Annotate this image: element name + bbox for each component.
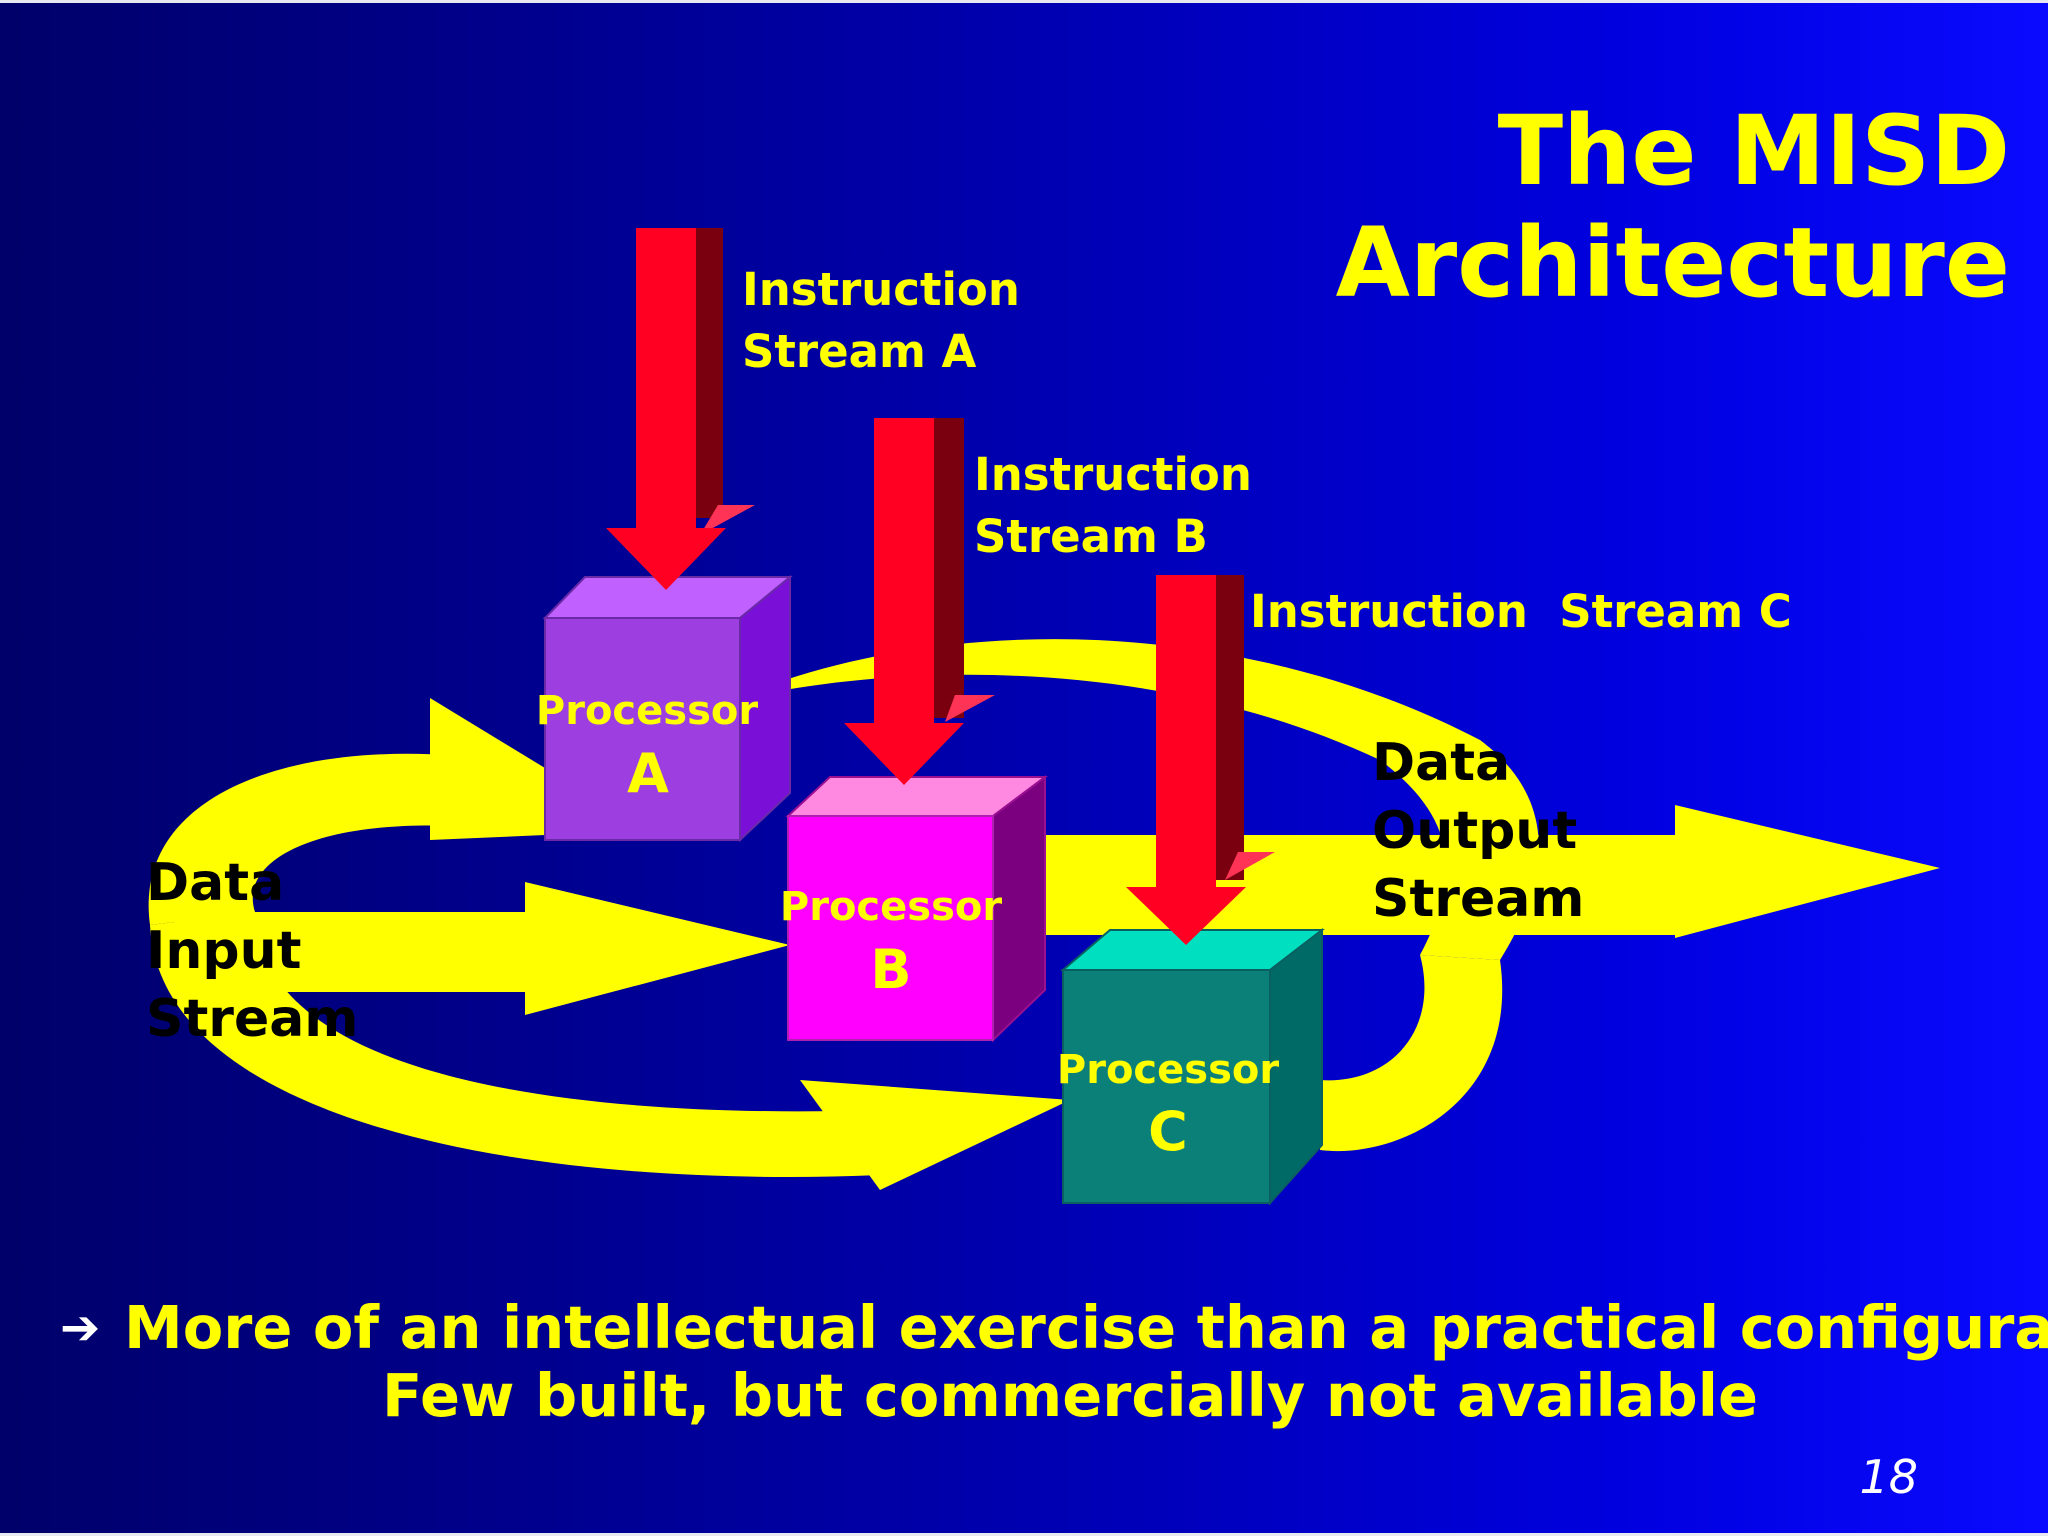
instruction-stream-c-label: Instruction Stream C [1250,585,1792,638]
instruction-stream-b-arrow [844,418,995,785]
bullet-text-line-1: More of an intellectual exercise than a … [124,1294,2048,1362]
instruction-stream-b-label-1: Instruction [974,448,1252,501]
data-input-label-2: Input [146,921,301,981]
slide-number: 18 [1859,1450,1918,1504]
instruction-stream-a-label-1: Instruction [742,263,1020,316]
processor-c-letter: C [1148,1100,1188,1163]
data-output-label-2: Output [1372,801,1577,861]
processor-a-letter: A [627,742,669,805]
data-input-label-1: Data [146,853,284,913]
instruction-stream-b-label-2: Stream B [974,510,1208,563]
bullet-text-line-2: Few built, but commercially not availabl… [60,1362,2048,1430]
processor-c-label: Processor [1057,1047,1279,1093]
processor-a-label: Processor [536,688,758,734]
processor-b-letter: B [870,938,911,1001]
processor-b-label: Processor [780,884,1002,930]
right-arrow-icon: ➔ [60,1294,100,1362]
instruction-stream-a-label-2: Stream A [742,325,977,378]
instruction-stream-a-arrow [606,228,755,590]
data-input-label-3: Stream [146,989,359,1049]
data-output-label-3: Stream [1372,869,1585,929]
data-output-label-1: Data [1372,733,1510,793]
